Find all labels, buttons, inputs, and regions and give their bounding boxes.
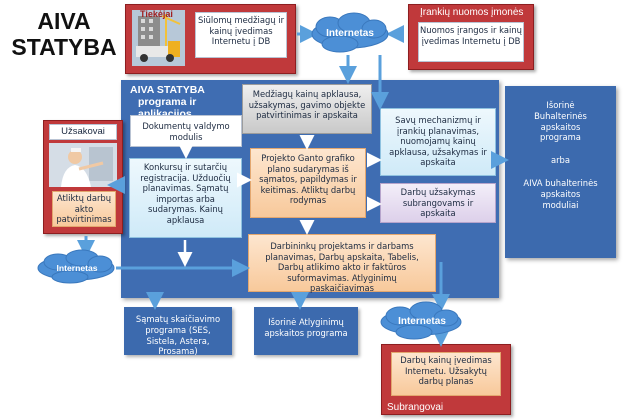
- aiva-accounting-modules: AIVA buhalterinės apskaitos moduliai: [523, 177, 598, 210]
- internet-cloud-shapes: [37, 12, 462, 340]
- estimates-program-text: Sąmatų skaičiavimo programa (SES, Sistel…: [135, 314, 221, 357]
- clients-text: Atliktų darbų akto patvirtinimas: [52, 191, 116, 227]
- internet-cloud-left: Internetas: [56, 263, 98, 273]
- gantt-module: Projekto Ganto grafiko plano sudarymas i…: [250, 148, 366, 218]
- salary-program-box: Išorinė Atlyginimų apskaitos programa: [254, 307, 358, 355]
- client-person-icon: [49, 143, 117, 187]
- estimates-program-box: Sąmatų skaičiavimo programa (SES, Sistel…: [124, 307, 232, 357]
- brand-line-1: AIVA: [37, 8, 91, 34]
- subcontractors-label: Subrangovai: [387, 402, 444, 413]
- rental-text: Nuomos įrangos ir kainų įvedimas Interne…: [418, 22, 524, 62]
- cloud-top: [311, 12, 389, 53]
- salary-program-text: Išorinė Atlyginimų apskaitos programa: [264, 317, 348, 338]
- main-label-line-1: AIVA STATYBA: [130, 84, 205, 96]
- materials-module: Medžiagų kainų apklausa, užsakymas, gavi…: [242, 84, 372, 134]
- clients-label: Užsakovai: [61, 126, 105, 137]
- accounting-or: arba: [550, 155, 571, 166]
- subcontractors-text: Darbų kainų įvedimas Internetu. Užsakytų…: [391, 352, 501, 396]
- workers-module: Darbininkų projektams ir darbams planavi…: [248, 234, 436, 293]
- contracts-module: Konkursų ir sutarčių registracija. Užduo…: [129, 158, 242, 238]
- internet-cloud-bottom: Internetas: [398, 316, 446, 327]
- rental-label: Įrankių nuomos įmonės: [420, 7, 524, 18]
- suppliers-label: Tiekėjai: [140, 9, 173, 19]
- brand-line-2: STATYBA: [11, 34, 117, 60]
- suppliers-photo: [132, 10, 185, 66]
- external-accounting-box: Išorinė Buhalterinės apskaitos programa …: [505, 86, 616, 258]
- cloud-left: [37, 249, 115, 284]
- construction-truck-icon: [132, 10, 185, 66]
- brand-title: AIVA STATYBA: [4, 8, 124, 60]
- cloud-bottom: [380, 301, 462, 340]
- clients-photo: [49, 143, 117, 187]
- mechanisms-module: Savų mechanizmų ir įrankių planavimas, n…: [380, 108, 496, 176]
- accounting-program: Išorinė Buhalterinės apskaitos programa: [534, 100, 587, 143]
- suppliers-text: Siūlomų medžiagų ir kainų įvedimas Inter…: [195, 12, 287, 58]
- documents-module: Dokumentų valdymo modulis: [130, 115, 242, 147]
- internet-cloud-top: Internetas: [326, 28, 374, 39]
- clients-label-box: [49, 124, 117, 140]
